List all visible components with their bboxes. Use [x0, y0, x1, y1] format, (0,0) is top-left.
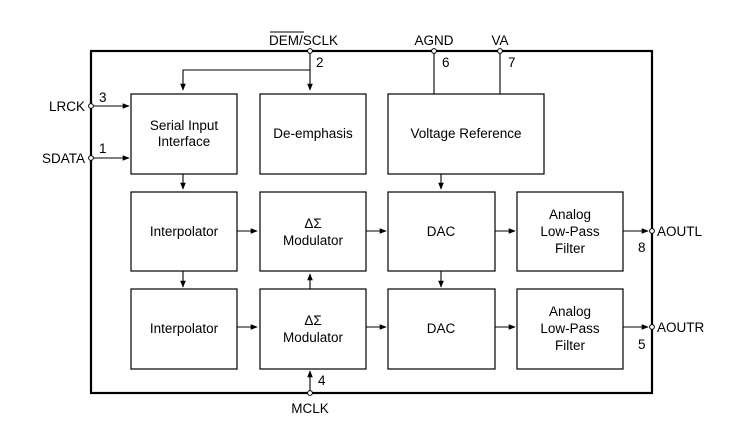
filter-bottom-label-2: Low-Pass [540, 321, 600, 336]
dem-sclk-pin-circle [307, 48, 313, 54]
modulator-top-symbol: ΔΣ [304, 216, 321, 231]
agnd-pin-circle [431, 48, 437, 54]
interpolator-bottom-block: Interpolator [130, 288, 238, 370]
interpolator-top-label: Interpolator [150, 224, 219, 239]
dem-sclk-rest-part: /SCLK [299, 33, 338, 48]
modulator-top-block: ΔΣ Modulator [259, 191, 367, 272]
mclk-pin-circle [307, 390, 313, 396]
modulator-bottom-symbol: ΔΣ [304, 313, 321, 328]
aoutl-pin-name: AOUTL [657, 224, 703, 239]
dem-sclk-pin-number: 2 [316, 55, 324, 70]
va-pin-number: 7 [508, 55, 516, 70]
lrck-pin-number: 3 [99, 90, 107, 105]
agnd-pin-number: 6 [442, 55, 450, 70]
filter-top-label-1: Analog [549, 207, 591, 222]
lrck-pin-circle [88, 103, 94, 109]
aoutl-pin-circle [649, 228, 655, 234]
modulator-bottom-block: ΔΣ Modulator [259, 288, 367, 370]
wire-to-serial-input [180, 69, 310, 91]
va-pin-circle [497, 48, 503, 54]
filter-bottom-block: Analog Low-Pass Filter [516, 288, 624, 370]
serial-input-label-2: Interface [158, 134, 211, 149]
aoutl-pin-number: 8 [638, 240, 646, 255]
de-emphasis-label: De-emphasis [273, 126, 353, 141]
dac-top-label: DAC [427, 224, 456, 239]
dem-sclk-overline-part: DEM [269, 33, 299, 48]
dac-bottom-block: DAC [387, 288, 496, 370]
serial-input-label-1: Serial Input [150, 118, 219, 133]
chip-outline [89, 49, 654, 395]
interpolator-top-block: Interpolator [130, 191, 238, 272]
lrck-pin-name: LRCK [49, 99, 85, 114]
sdata-pin-name: SDATA [42, 151, 85, 166]
dac-bottom-label: DAC [427, 321, 456, 336]
mclk-pin-name: MCLK [291, 401, 329, 416]
filter-top-label-3: Filter [555, 241, 586, 256]
modulator-bottom-label: Modulator [283, 330, 344, 345]
sdata-pin-circle [88, 155, 94, 161]
mclk-pin-number: 4 [318, 373, 326, 388]
filter-bottom-label-1: Analog [549, 304, 591, 319]
dem-sclk-pin-name: DEM/SCLK [269, 33, 338, 48]
filter-top-label-2: Low-Pass [540, 224, 600, 239]
serial-input-block: Serial Input Interface [130, 93, 238, 175]
agnd-pin-name: AGND [414, 33, 453, 48]
modulator-top-label: Modulator [283, 233, 344, 248]
voltage-reference-label: Voltage Reference [410, 126, 521, 141]
aoutr-pin-number: 5 [638, 337, 646, 352]
de-emphasis-block: De-emphasis [259, 93, 367, 175]
dac-top-block: DAC [387, 191, 496, 272]
interpolator-bottom-label: Interpolator [150, 321, 219, 336]
filter-top-block: Analog Low-Pass Filter [516, 191, 624, 272]
filter-bottom-label-3: Filter [555, 338, 586, 353]
aoutr-pin-name: AOUTR [657, 320, 705, 335]
va-pin-name: VA [491, 33, 508, 48]
aoutr-pin-circle [649, 324, 655, 330]
sdata-pin-number: 1 [99, 141, 107, 156]
voltage-reference-block: Voltage Reference [387, 93, 545, 175]
